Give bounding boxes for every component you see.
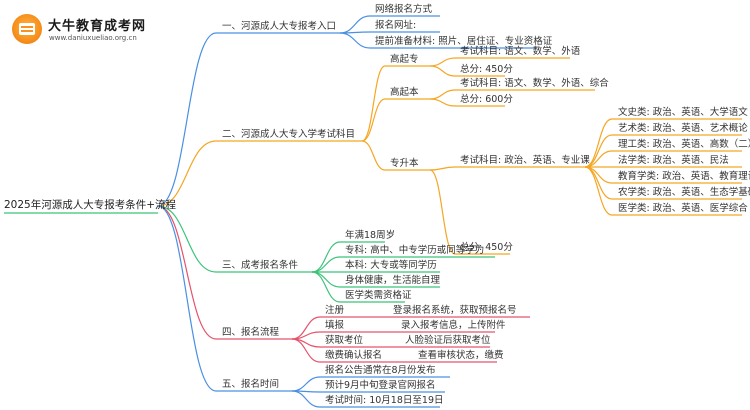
branch-3-item: 年满18周岁 (345, 230, 396, 241)
gaoqizhuan-item: 考试科目: 语文、数学、外语 (460, 46, 581, 57)
category-item: 文史类: 政治、英语、大学语文 (618, 107, 748, 118)
gaoqizhuan-label: 高起专 (390, 54, 419, 65)
category-item: 法学类: 政治、英语、民法 (618, 155, 729, 166)
gaoqiben-item-connector (429, 89, 456, 100)
step-desc: 登录报名系统，获取预报名号 (393, 305, 517, 316)
gaoqizhuan-connector (361, 65, 386, 142)
branch-5-connector (157, 205, 217, 392)
branch-3-connector (157, 205, 217, 273)
gaoqiben-item: 总分: 600分 (460, 94, 513, 105)
branch-3-item-connector (311, 256, 341, 273)
gaoqizhuan-item: 总分: 450分 (460, 64, 513, 75)
category-connector (584, 134, 613, 168)
zhuanshengben-item-connector (429, 166, 456, 171)
branch-3-item: 医学类需资格证 (345, 290, 412, 301)
category-item: 农学类: 政治、英语、生态学基础 (618, 187, 750, 198)
branch-5-item: 报名公告通常在8月份发布 (325, 365, 436, 376)
branch-1-item: 网络报名方式 (375, 4, 433, 15)
category-item: 理工类: 政治、英语、高数（二） (618, 139, 750, 150)
branch-1-item: 报名网址: (375, 20, 417, 31)
category-item: 艺术类: 政治、英语、艺术概论 (618, 123, 748, 134)
book-logo-icon (12, 14, 42, 44)
branch-4-connector (157, 205, 217, 340)
gaoqiben-item: 考试科目: 语文、数学、外语、综合 (460, 78, 609, 89)
branch-2-connector (157, 140, 217, 207)
branch-1-item-connector (339, 15, 371, 34)
gaoqizhuan-item-connector (429, 65, 456, 77)
category-item: 教育学类: 政治、英语、教育理论 (618, 171, 750, 182)
gaoqiben-label: 高起本 (390, 87, 419, 98)
zhuanshengben-total: 总分: 450分 (460, 242, 513, 253)
category-connector (584, 166, 613, 216)
branch-1-item: 提前准备材料: 照片、居住证、专业资格证 (375, 36, 553, 47)
zhuanshengben-connector (361, 140, 386, 171)
step-desc: 录入报考信息，上传附件 (401, 320, 506, 331)
step-name: 注册 (325, 305, 345, 316)
branch-3-item: 身体健康，生活能自理 (345, 275, 441, 286)
branch-1-connector (157, 32, 217, 207)
step-connector (291, 338, 321, 363)
step-desc: 查看审核状态，缴费 (418, 350, 504, 361)
step-desc: 人脸验证后获取考位 (405, 335, 491, 346)
logo-title: 大牛教育成考网 (48, 19, 147, 34)
branch-5-item-connector (291, 376, 321, 392)
branch-1-item-connector (339, 32, 371, 49)
branch-3-item-connector (311, 271, 341, 303)
category-item: 医学类: 政治、英语、医学综合 (618, 203, 748, 214)
step-name: 填报 (325, 320, 345, 331)
branch-4-title: 四、报名流程 (222, 327, 280, 338)
step-name: 缴费确认报名 (325, 350, 383, 361)
gaoqiben-connector (361, 98, 386, 142)
branch-3-title: 三、成考报名条件 (222, 260, 299, 271)
logo-url: www.daniuxueliao.org.cn (49, 34, 137, 42)
branch-5-title: 五、报名时间 (222, 379, 280, 390)
gaoqizhuan-item-connector (429, 57, 456, 67)
branch-3-item: 本科: 大专或等同学历 (345, 260, 437, 271)
branch-1-title: 一、河源成人大专报考入口 (222, 21, 337, 32)
zhuanshengben-item-connector (429, 169, 456, 255)
branch-2-title: 二、河源成人大专入学考试科目 (222, 129, 356, 140)
branch-3-item: 专科: 高中、中专学历或同等学力 (345, 245, 485, 256)
zhuanshengben-subjects: 考试科目: 政治、英语、专业课 (460, 155, 590, 166)
branch-5-item: 考试时间: 10月18日至19日 (325, 395, 444, 406)
branch-3-item-connector (311, 271, 341, 288)
root-node: 2025年河源成人大专报考条件+流程 (4, 199, 177, 211)
gaoqiben-item-connector (429, 98, 456, 107)
step-name: 获取考位 (325, 335, 364, 346)
branch-5-item-connector (291, 390, 321, 408)
branch-5-item: 预计9月中旬登录官网报名 (325, 380, 436, 391)
logo: 大牛教育成考网 www.daniuxueliao.org.cn (8, 10, 158, 50)
zhuanshengben-label: 专升本 (390, 158, 419, 169)
